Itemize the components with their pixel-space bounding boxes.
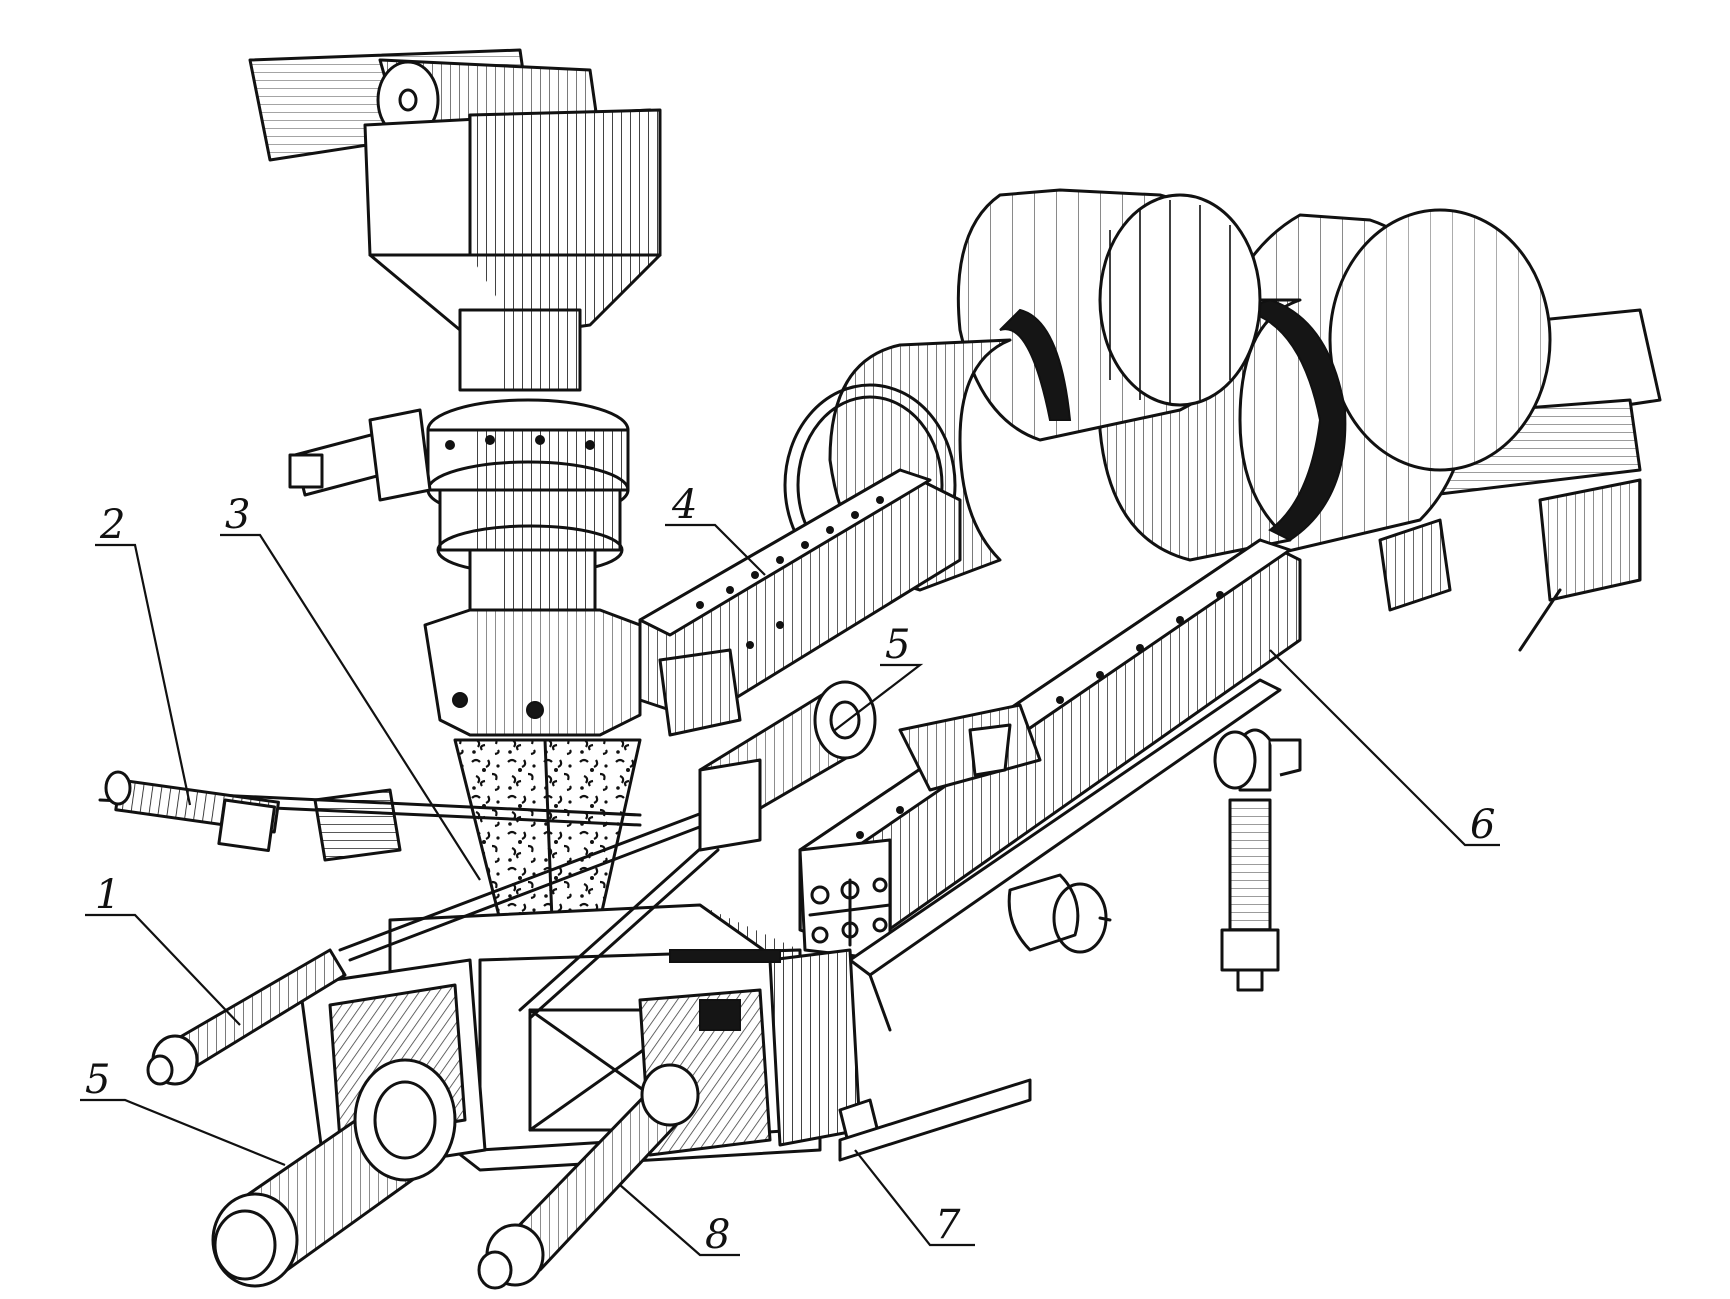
- front-main-cylinder: [211, 1058, 457, 1288]
- label-1: 1: [95, 872, 120, 918]
- leader-lines: [80, 523, 1500, 1257]
- hopper-assembly: [248, 48, 662, 922]
- callout-labels: 1 2 3 4 5 5 6 7 8: [85, 482, 1495, 1258]
- front-small-cylinder: [477, 1063, 700, 1290]
- label-5b: 5: [85, 1057, 110, 1103]
- hydraulic-cylinder-lower: [146, 948, 347, 1086]
- label-5a: 5: [885, 622, 910, 668]
- label-7: 7: [935, 1202, 961, 1248]
- label-3: 3: [225, 492, 250, 538]
- upper-side-cylinder: [698, 680, 877, 852]
- label-2: 2: [99, 502, 125, 548]
- front-frame: [98, 680, 1032, 1290]
- label-4: 4: [671, 482, 697, 528]
- hydraulic-cylinder-upper: [104, 770, 280, 853]
- label-6: 6: [1470, 802, 1495, 848]
- mold-stack-right: [798, 538, 1302, 1032]
- label-8: 8: [705, 1212, 730, 1258]
- mold-stack-left: [638, 468, 962, 737]
